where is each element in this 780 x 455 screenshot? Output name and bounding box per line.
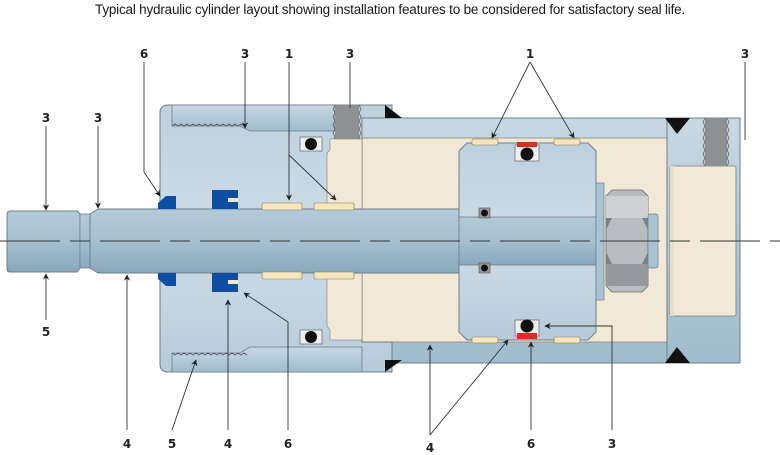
callout-3-piston-groove: 3 [608,437,616,451]
piston-seal-top [517,142,537,147]
gland-oring-bottom [305,331,317,343]
wiper-seal-top [158,196,176,209]
callout-5-rod-end: 5 [42,325,50,339]
gland-oring-top [305,138,317,150]
weld-top-left [385,105,402,118]
callout-4-bore: 4 [426,441,434,455]
callout-1-rod-bearing: 1 [285,47,293,61]
leader-lines [42,61,746,436]
callout-6-top-left: 6 [140,47,148,61]
weld-top-right [665,118,690,134]
rod-seal-top [212,190,238,209]
wiper-seal-bottom [158,273,176,286]
end-cap-thread [705,118,727,166]
callout-3-gland-thread: 3 [241,47,249,61]
rod-seals [158,190,238,292]
rod-bearings [261,202,355,280]
callout-4-rod-seal: 4 [224,437,232,451]
diagram-title: Typical hydraulic cylinder layout showin… [95,2,685,17]
callout-1-piston-bearing: 1 [526,47,534,61]
callout-5-thread: 5 [168,437,176,451]
piston-seal-bottom [517,333,537,339]
weld-bottom-left [385,360,402,372]
callout-3-rod-end: 3 [42,111,50,125]
callout-3-rod-chamfer: 3 [94,111,102,125]
callout-3-end-cap: 3 [741,47,749,61]
port-thread [335,105,359,139]
callout-6-piston-seal: 6 [527,437,535,451]
callout-3-port: 3 [346,47,354,61]
rod-seal-bottom [212,273,238,292]
washer [595,182,605,301]
end-cap [665,117,741,364]
callout-4-rod-surface: 4 [123,437,131,451]
weld-bottom-right [665,347,690,363]
rod-end [6,210,81,273]
callout-6-rod-seal: 6 [284,437,292,451]
callout-labels: 6 3 1 3 1 3 3 3 5 4 5 4 6 4 6 3 [42,47,749,455]
